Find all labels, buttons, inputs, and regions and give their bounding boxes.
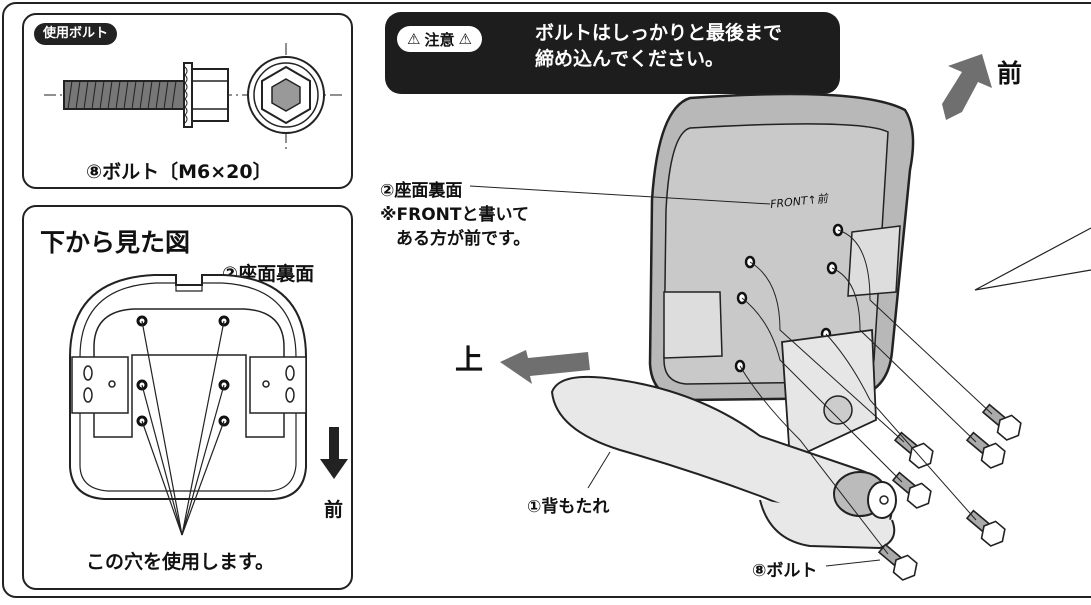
bottom-view-panel: 下から見た図 ②座面裏面 前 この穴を使用します。 <box>22 205 353 590</box>
bolt-caption: ⑧ボルト〔M6×20〕 <box>86 161 272 183</box>
front-arrow-label: 前 <box>997 59 1023 88</box>
warning-line-1: ボルトはしっかりと最後まで <box>535 22 783 44</box>
up-arrow-label: 上 <box>455 343 484 376</box>
seat-callout-line-2: ※FRONTと書いて <box>380 205 529 225</box>
warning-message: ボルトはしっかりと最後まで 締め込んでください。 <box>535 20 782 72</box>
bottom-view-direction: 前 <box>324 499 344 521</box>
warning-badge-label: 注意 <box>424 30 455 49</box>
seat-callout-line-1: ②座面裏面 <box>380 181 463 201</box>
warning-triangle-icon: ⚠ <box>407 30 421 48</box>
backrest-label: ①背もたれ <box>527 497 610 517</box>
bolt-illustration <box>44 43 344 150</box>
bolt-badge: 使用ボルト <box>34 23 118 45</box>
bolts <box>877 403 1022 581</box>
warning-line-2: 締め込んでください。 <box>535 48 725 70</box>
bolt-label: ⑧ボルト <box>752 561 818 581</box>
front-arrow-icon <box>942 54 992 120</box>
warning-triangle-icon: ⚠ <box>458 30 472 48</box>
up-arrow-icon <box>500 350 590 384</box>
warning-badge: ⚠ 注意 ⚠ <box>397 26 482 52</box>
bolt-panel: 使用ボルト ⑧ボルト〔M6×20〕 <box>22 13 353 189</box>
seat-bottom-drawing <box>69 274 348 536</box>
holes-caption: この穴を使用します。 <box>86 551 275 573</box>
warning-box: ⚠ 注意 ⚠ ボルトはしっかりと最後まで 締め込んでください。 <box>385 12 840 94</box>
bottom-view-title: 下から見た図 <box>40 228 191 257</box>
seat-callout-line-3: ある方が前です。 <box>396 229 531 249</box>
